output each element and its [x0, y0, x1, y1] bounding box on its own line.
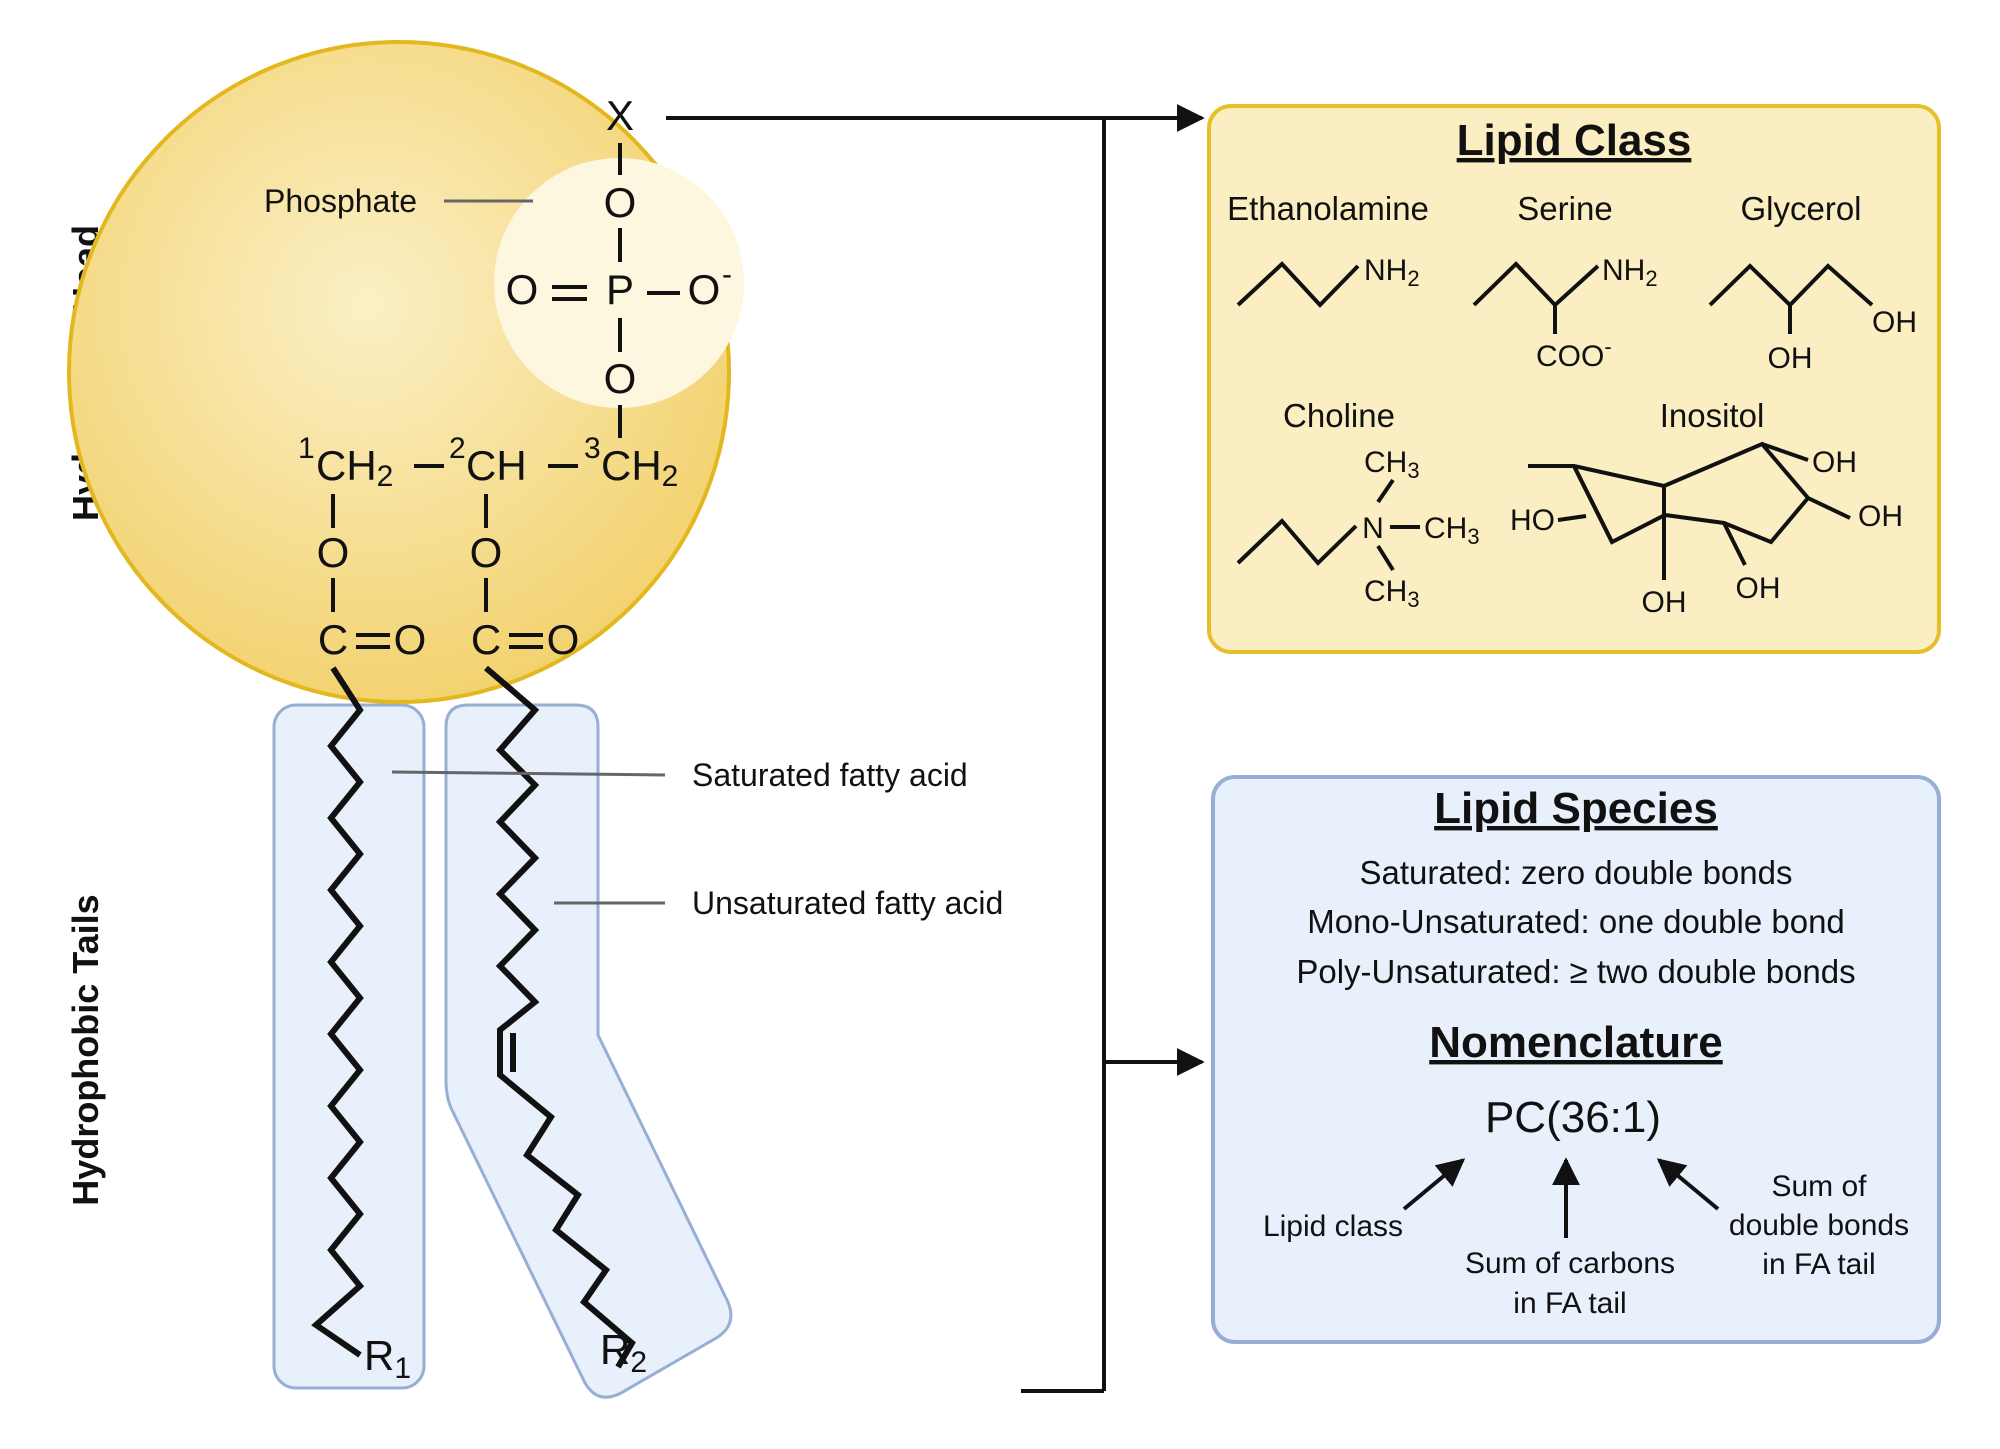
glycerol-name: Glycerol	[1740, 190, 1861, 227]
c1-number: 1	[298, 432, 315, 465]
inositol-name: Inositol	[1660, 397, 1765, 434]
phosphate-o-left: O	[506, 266, 539, 313]
ann-carbons-line2: in FA tail	[1513, 1287, 1626, 1320]
choline-name: Choline	[1283, 397, 1395, 434]
ester2-c: C	[471, 616, 501, 663]
ester2-o2: O	[547, 616, 580, 663]
arrow-lipid-class	[1402, 1158, 1466, 1211]
inositol-ring	[1528, 441, 1851, 580]
ann-double-line3: in FA tail	[1762, 1248, 1875, 1281]
ann-carbons-line1: Sum of carbons	[1465, 1247, 1675, 1280]
lipid-class-box	[1207, 104, 1941, 654]
serine-structure	[1472, 261, 1600, 308]
phosphate-o-charge: -	[722, 258, 732, 291]
ethanolamine-nh2: NH2	[1364, 254, 1420, 291]
ann-lipid-class: Lipid class	[1263, 1210, 1403, 1243]
arrow-double-bonds	[1656, 1158, 1720, 1211]
ann-double-line2: double bonds	[1729, 1209, 1909, 1242]
phosphorus-label: P	[606, 266, 634, 313]
inositol-oh-top-right: OH	[1812, 446, 1857, 479]
lipid-class-title: Lipid Class	[1457, 116, 1692, 165]
phosphate-label: Phosphate	[264, 183, 417, 219]
ester2-o: O	[470, 529, 503, 576]
phosphate-highlight	[494, 158, 744, 408]
choline-n: N	[1362, 512, 1384, 545]
x-group-label: X	[606, 92, 634, 139]
inositol-ho-left: HO	[1510, 504, 1555, 537]
lipid-species-title: Lipid Species	[1434, 784, 1718, 833]
unsaturated-fatty-acid-label: Unsaturated fatty acid	[692, 885, 1003, 921]
species-line-poly: Poly-Unsaturated: ≥ two double bonds	[1296, 953, 1855, 990]
inositol-oh-right: OH	[1858, 500, 1903, 533]
unsaturated-fatty-acid-chain	[484, 665, 636, 1369]
species-line-saturated: Saturated: zero double bonds	[1360, 854, 1793, 891]
phosphate-o-bottom: O	[604, 355, 637, 402]
r2-label: R2	[600, 1326, 647, 1379]
c3-number: 3	[584, 432, 601, 465]
choline-bond-top	[1376, 478, 1395, 504]
choline-ch3-top: CH3	[1364, 446, 1420, 483]
c2-label: CH	[466, 442, 527, 489]
ethanolamine-name: Ethanolamine	[1227, 190, 1429, 227]
serine-nh2: NH2	[1602, 254, 1658, 291]
species-line-mono: Mono-Unsaturated: one double bond	[1307, 903, 1845, 940]
nomenclature-title: Nomenclature	[1429, 1018, 1722, 1067]
c2-number: 2	[449, 432, 466, 465]
saturated-pointer	[391, 770, 666, 777]
phosphate-o-right: O	[688, 266, 721, 313]
choline-structure	[1236, 518, 1358, 566]
c3-label: CH2	[601, 442, 678, 493]
saturated-fatty-acid-chain	[311, 666, 365, 1358]
phosphate-o-top: O	[604, 179, 637, 226]
nomenclature-formula: PC(36:1)	[1485, 1093, 1661, 1142]
glycerol-oh-1: OH	[1872, 306, 1917, 339]
ester1-o2: O	[394, 616, 427, 663]
inositol-oh-bottom-1: OH	[1642, 586, 1687, 619]
ethanolamine-structure	[1236, 261, 1360, 308]
saturated-tail-box	[272, 703, 426, 1390]
lipid-species-box	[1211, 775, 1941, 1344]
glycerol-oh-2: OH	[1768, 342, 1813, 375]
ann-double-line1: Sum of	[1771, 1170, 1867, 1203]
ester1-c: C	[318, 616, 348, 663]
choline-ch3-right: CH3	[1424, 512, 1480, 549]
choline-ch3-bottom: CH3	[1364, 575, 1420, 612]
ester1-o: O	[317, 529, 350, 576]
r1-label: R1	[364, 1332, 411, 1385]
choline-bond-bottom	[1376, 544, 1395, 572]
hydrophobic-tails-label: Hydrophobic Tails	[65, 894, 106, 1205]
inositol-oh-bottom-2: OH	[1736, 572, 1781, 605]
saturated-fatty-acid-label: Saturated fatty acid	[692, 757, 968, 793]
serine-coo: COO-	[1536, 334, 1612, 373]
serine-name: Serine	[1517, 190, 1612, 227]
c1-label: CH2	[316, 442, 393, 493]
